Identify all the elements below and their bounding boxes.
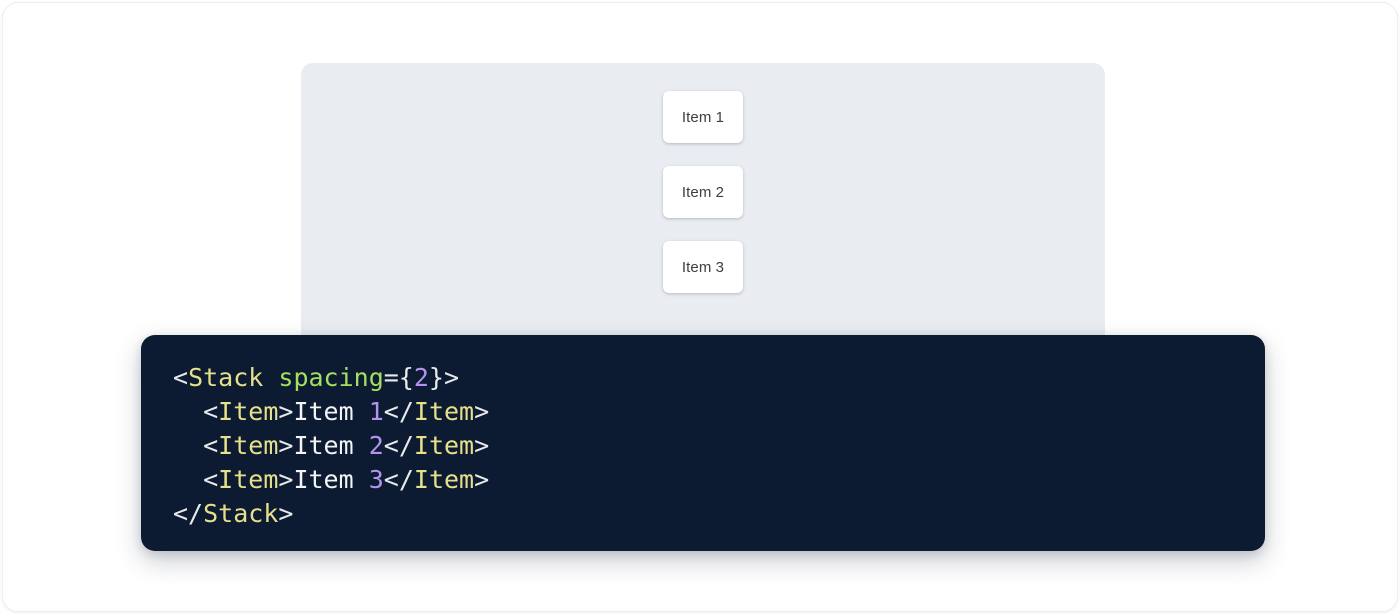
code-token: Item: [293, 465, 369, 494]
code-indent: [173, 465, 203, 494]
code-token: 3: [368, 465, 384, 494]
code-token: Stack: [203, 499, 279, 528]
code-token: <: [203, 465, 219, 494]
code-line: <Item>Item 1</Item>: [173, 395, 1233, 429]
code-snippet-block: <Stack spacing={2}> <Item>Item 1</Item> …: [141, 335, 1265, 551]
code-token: Item: [218, 465, 279, 494]
stack-item-card: Item 1: [663, 91, 743, 143]
code-token: >: [474, 397, 490, 426]
code-line: </Stack>: [173, 497, 1233, 531]
code-token: </: [383, 397, 414, 426]
code-token: Stack: [188, 363, 264, 392]
code-content: <Stack spacing={2}> <Item>Item 1</Item> …: [173, 361, 1233, 531]
code-indent: [173, 397, 203, 426]
code-token: >: [474, 465, 490, 494]
code-line: <Item>Item 2</Item>: [173, 429, 1233, 463]
code-token: }>: [428, 363, 460, 392]
code-token: Item: [293, 397, 369, 426]
code-indent: [173, 431, 203, 460]
code-token: Item: [413, 397, 475, 426]
code-token: </: [383, 431, 414, 460]
code-token: Item: [293, 431, 369, 460]
code-token: </: [383, 465, 414, 494]
code-token: >: [278, 499, 294, 528]
code-token: Item: [218, 397, 279, 426]
code-token: 2: [368, 431, 384, 460]
stack-item-card: Item 3: [663, 241, 743, 293]
code-token: </: [173, 499, 204, 528]
code-token: Item: [413, 465, 475, 494]
code-token: >: [278, 465, 294, 494]
code-token: >: [278, 397, 294, 426]
code-token: ={: [383, 363, 414, 392]
stack-preview-panel: Item 1 Item 2 Item 3: [301, 63, 1105, 355]
stack-item-card: Item 2: [663, 166, 743, 218]
code-line: <Stack spacing={2}>: [173, 361, 1233, 395]
code-token: Item: [413, 431, 475, 460]
code-token: <: [173, 363, 189, 392]
code-line: <Item>Item 3</Item>: [173, 463, 1233, 497]
code-token: spacing: [278, 363, 384, 392]
code-token: 1: [368, 397, 384, 426]
code-token: Item: [218, 431, 279, 460]
stack-container: Item 1 Item 2 Item 3: [301, 63, 1105, 355]
code-token: >: [278, 431, 294, 460]
code-token: <: [203, 397, 219, 426]
code-token: 2: [413, 363, 429, 392]
code-token: >: [474, 431, 490, 460]
code-token: <: [203, 431, 219, 460]
code-token: [263, 363, 278, 392]
